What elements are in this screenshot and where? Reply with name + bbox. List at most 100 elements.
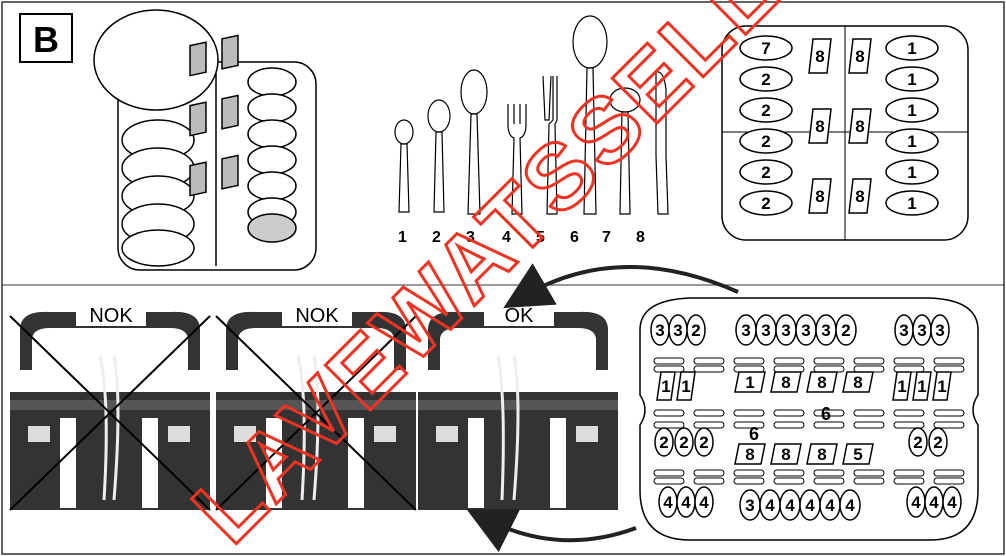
tray-slot (734, 410, 764, 416)
bottom-tray-r1-mid-6-number: 2 (841, 321, 850, 340)
bottom-tray-r1-right-1-number: 3 (899, 321, 908, 340)
bottom-tray-r5-left-2: 4 (677, 487, 695, 517)
bottom-tray-r2-mid-4-number: 8 (853, 373, 862, 392)
tray-slot (654, 422, 684, 428)
tray-slot (654, 358, 684, 364)
bottom-tray-r1-mid-2-number: 3 (761, 321, 770, 340)
tray-slot (854, 366, 884, 372)
tray-slot (734, 366, 764, 372)
bottom-tray-r2-mid-4: 8 (843, 372, 873, 392)
top-tray-midright-cell-1-number: 8 (855, 47, 864, 66)
bottom-tray-r5-right-1: 4 (907, 487, 925, 517)
top-tray-midleft-cell-1: 8 (809, 39, 831, 73)
tray-slot (694, 470, 724, 476)
top-tray-right-cell-2: 1 (886, 67, 938, 91)
bottom-tray-r5-mid-1: 3 (740, 490, 760, 520)
bottom-tray-r2-mid-1: 1 (735, 372, 765, 392)
bottom-tray-r1-left-3-number: 2 (691, 321, 700, 340)
bottom-tray-r5-left-3: 4 (695, 487, 713, 517)
bottom-tray-r2-right-2: 1 (913, 372, 931, 400)
bottom-tray-r1-mid-1: 3 (736, 315, 756, 345)
basket-label-2: NOK (295, 305, 339, 327)
bottom-tray-r4-mid-4: 5 (843, 444, 873, 464)
top-tray-right-cell-5: 1 (886, 160, 938, 184)
top-tray-left-cell-2: 2 (740, 67, 792, 91)
top-tray-midright-cell-3-number: 8 (855, 187, 864, 206)
top-tray-left-cell-3-number: 2 (761, 101, 770, 120)
bottom-tray-r2-right-1-number: 1 (897, 377, 906, 396)
bottom-tray-r5-right-2: 4 (925, 487, 943, 517)
bottom-tray-r2-mid-2: 8 (771, 372, 801, 392)
tray-slot (774, 422, 804, 428)
bottom-tray-r3-right-2: 2 (929, 428, 947, 456)
top-tray-right-cell-3: 1 (886, 98, 938, 122)
tray-slot (894, 422, 924, 428)
bottom-tray-r1-mid-4-number: 3 (801, 321, 810, 340)
bottom-tray-r2-left-1-number: 1 (661, 377, 670, 396)
tray-slot (934, 422, 964, 428)
top-tray-midleft-cell-1-number: 8 (815, 47, 824, 66)
bottom-tray-r2-right-3: 1 (933, 372, 951, 400)
bottom-tray-r4-mid-2-number: 8 (781, 445, 790, 464)
bottom-tray-r2-right-3-number: 1 (937, 377, 946, 396)
bottom-tray-r5-left-3-number: 4 (699, 493, 709, 512)
bottom-tray-r5-right-2-number: 4 (929, 493, 939, 512)
top-tray-right-cell-4-number: 1 (907, 132, 916, 151)
bottom-tray-r1-right-1: 3 (895, 315, 913, 345)
bottom-tray-r5-mid-5: 4 (820, 490, 840, 520)
bottom-tray-r3-left-2-number: 2 (679, 433, 688, 452)
bottom-tray-r5-mid-3: 4 (780, 490, 800, 520)
bottom-tray-r5-mid-4-number: 4 (805, 496, 815, 515)
bottom-tray-r2-right-1: 1 (893, 372, 911, 400)
tray-slot (894, 410, 924, 416)
bottom-tray-r2-left-2-number: 1 (681, 377, 690, 396)
bottom-tray-r5-right-3: 4 (943, 487, 961, 517)
bottom-tray-r1-left-1: 3 (651, 315, 669, 345)
basket-label-3: OK (505, 305, 535, 327)
bottom-tray-r4-mid-2: 8 (771, 444, 801, 464)
panel-label: B (33, 19, 59, 60)
tray-slot (694, 410, 724, 416)
tray-slot (934, 366, 964, 372)
top-tray-left-cell-5-number: 2 (761, 163, 770, 182)
bottom-tray-r3-right-2-number: 2 (933, 433, 942, 452)
bottom-tray-r5-mid-3-number: 4 (785, 496, 795, 515)
bottom-tray-r5-left-2-number: 4 (681, 493, 691, 512)
tray-slot (734, 478, 764, 484)
top-tray-right-cell-4: 1 (886, 129, 938, 153)
bottom-tray-r3-left-3-number: 2 (699, 433, 708, 452)
bottom-tray-r3-left-1: 2 (655, 428, 673, 456)
bottom-tray-r5-mid-1-number: 3 (745, 496, 754, 515)
bottom-tray-r4-mid-3: 8 (807, 444, 837, 464)
bottom-tray-r2-mid-3: 8 (807, 372, 837, 392)
bottom-tray-r5-mid-6: 4 (840, 490, 860, 520)
tray-slot (894, 366, 924, 372)
tray-slot (854, 470, 884, 476)
bottom-tray-r1-left-2-number: 3 (673, 321, 682, 340)
bottom-tray-r3-left-3: 2 (695, 428, 713, 456)
bottom-tray-r2-mid-3-number: 8 (817, 373, 826, 392)
bottom-tray-center-upper: 6 (821, 404, 831, 424)
bottom-tray-r5-mid-2: 4 (760, 490, 780, 520)
bottom-tray-r1-mid-3: 3 (776, 315, 796, 345)
bottom-tray-r5-right-1-number: 4 (911, 493, 921, 512)
tray-slot (694, 358, 724, 364)
bottom-tray-r1-mid-6: 2 (836, 315, 856, 345)
tray-slot (894, 470, 924, 476)
tray-slot (654, 410, 684, 416)
tray-slot (654, 366, 684, 372)
top-tray-right-cell-1-number: 1 (907, 39, 916, 58)
tray-slot (774, 358, 804, 364)
top-tray-right-cell-5-number: 1 (907, 163, 916, 182)
tray-map-top: 722222 888 888 111111 (722, 26, 968, 240)
bottom-tray-r1-left-1-number: 3 (655, 321, 664, 340)
bottom-tray-r3-right-1: 2 (909, 428, 927, 456)
bottom-tray-r5-mid-4: 4 (800, 490, 820, 520)
bottom-tray-r2-left-1: 1 (657, 372, 675, 400)
bottom-tray-r3-left-2: 2 (675, 428, 693, 456)
bottom-tray-r4-mid-3-number: 8 (817, 445, 826, 464)
top-tray-midright-cell-2: 8 (849, 109, 871, 143)
tray-slot (934, 358, 964, 364)
bottom-tray-r5-right-3-number: 4 (947, 493, 957, 512)
